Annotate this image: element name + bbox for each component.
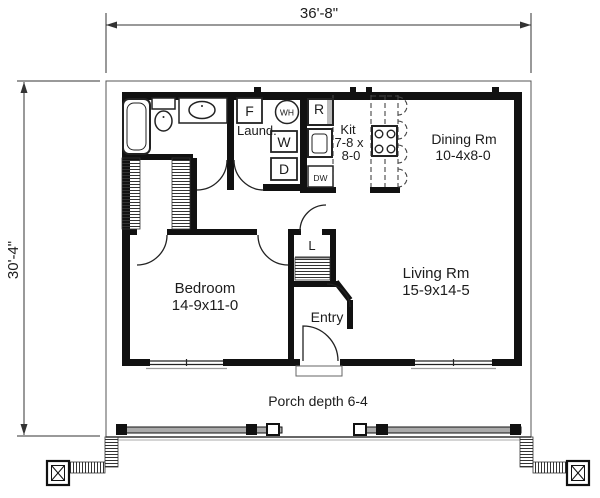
porch-railing [116, 423, 522, 436]
porch-post [116, 424, 127, 435]
toilet-icon [151, 97, 176, 132]
water-heater-label: WH [280, 108, 294, 118]
bedroom-label: Bedroom [175, 280, 236, 297]
kitchen-sink-icon [307, 128, 333, 158]
top-wall-vent-icon [492, 87, 499, 92]
door-swings [136, 159, 351, 362]
arrow-up-icon [20, 82, 28, 93]
entry-label: Entry [311, 309, 344, 325]
laundry-door-swing [233, 159, 265, 191]
refrigerator-label: R [314, 101, 324, 117]
bedroom-size-label: 14-9x11-0 [172, 297, 238, 314]
freezer-label: F [245, 103, 254, 119]
laundry-room-label: Laund. [237, 123, 277, 138]
porch-post [510, 424, 521, 435]
right-steps [519, 436, 568, 474]
closet-rod-right-icon [171, 157, 191, 230]
kitchen-size-label2: 8-0 [342, 148, 361, 163]
vanity-sink-icon [178, 97, 228, 124]
left-steps [67, 436, 119, 474]
washer-label: W [277, 134, 291, 150]
width-dimension-label: 36'-8" [300, 5, 338, 22]
kitchen-size-label: 7-8 x [335, 135, 364, 150]
dishwasher-label: DW [313, 173, 327, 183]
bedroom-window [146, 359, 227, 370]
top-wall-vent-icon [254, 87, 261, 92]
front-door-swing [302, 325, 339, 362]
linen-closet-door-swing [299, 204, 327, 232]
porch-post [266, 423, 280, 436]
dining-room-label: Dining Rm [431, 131, 496, 147]
kitchen-label: Kit [340, 122, 356, 137]
dishwasher-icon: DW [307, 165, 334, 188]
arrow-down-icon [20, 424, 28, 435]
freezer-icon: F [236, 97, 263, 124]
bathroom-door-swing [196, 159, 228, 191]
coat-closet-door-swing [326, 283, 351, 308]
living-room-label: Living Rm [403, 265, 470, 282]
height-dimension: 30'-4" [5, 80, 100, 437]
living-window [411, 359, 496, 370]
stove-icon [371, 125, 398, 157]
right-column-icon [565, 459, 591, 487]
width-dimension: 36'-8" [105, 5, 532, 73]
porch-post [353, 423, 367, 436]
washer-icon: W [270, 130, 298, 153]
refrigerator-icon: R [307, 98, 334, 126]
closet-door-swing [136, 234, 168, 266]
porch-post [246, 424, 257, 435]
arrow-left-icon [106, 21, 117, 29]
dryer-icon: D [270, 157, 298, 181]
height-dimension-label: 30'-4" [5, 241, 22, 279]
porch-post [376, 424, 388, 435]
linen-closet-label: L [308, 238, 315, 253]
entry-stoop [295, 365, 343, 377]
bathtub-icon [122, 98, 151, 155]
porch-label: Porch depth 6-4 [268, 393, 368, 409]
kitchen-peninsula [370, 95, 408, 188]
top-wall-vent-icon [366, 87, 372, 92]
arrow-right-icon [520, 21, 531, 29]
closet-rod-left-icon [121, 157, 141, 230]
dining-room-size-label: 10-4x8-0 [435, 147, 490, 163]
dryer-label: D [279, 161, 289, 177]
living-room-size-label: 15-9x14-5 [402, 282, 470, 299]
water-heater-icon: WH [274, 99, 300, 125]
bar-seating-icon [397, 96, 408, 188]
top-wall-vent-icon [350, 87, 356, 92]
coat-closet-rod-icon [294, 257, 331, 281]
left-column-icon [45, 459, 71, 487]
kitchen-counter: R DW [307, 95, 334, 188]
bedroom-door-swing [257, 234, 289, 266]
